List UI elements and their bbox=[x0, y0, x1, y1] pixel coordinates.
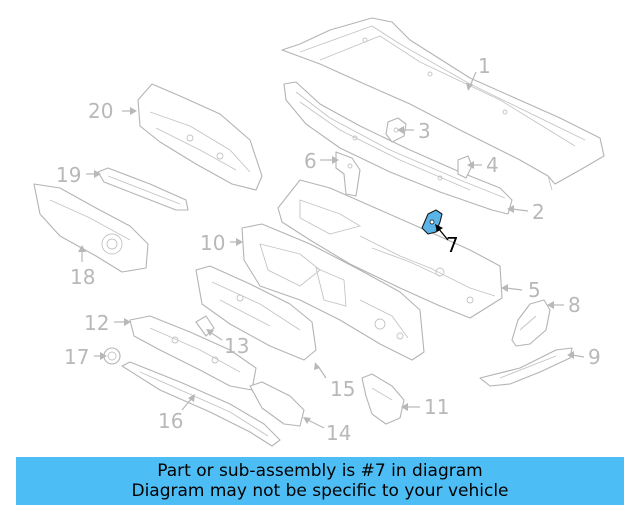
part-2-cowl-lower-panel bbox=[283, 81, 513, 215]
callout-20: 20 bbox=[88, 99, 113, 123]
part-5-dash-upper bbox=[277, 179, 503, 319]
callout-19: 19 bbox=[56, 163, 81, 187]
part-11-small-panel bbox=[361, 373, 405, 425]
part-15-panel bbox=[195, 265, 317, 361]
callout-17: 17 bbox=[64, 345, 89, 369]
callout-10: 10 bbox=[200, 231, 225, 255]
callout-9: 9 bbox=[588, 345, 601, 369]
part-6-bracket bbox=[335, 151, 361, 197]
part-8-side-bracket bbox=[511, 299, 551, 347]
callout-18: 18 bbox=[70, 265, 95, 289]
part-3-bracket bbox=[385, 117, 407, 143]
part-9-lower-rail bbox=[479, 347, 573, 387]
callout-13: 13 bbox=[224, 334, 249, 358]
callout-12: 12 bbox=[84, 311, 109, 335]
callout-3: 3 bbox=[418, 119, 431, 143]
callout-8: 8 bbox=[568, 293, 581, 317]
callout-11: 11 bbox=[424, 395, 449, 419]
callout-4: 4 bbox=[486, 153, 499, 177]
callout-16: 16 bbox=[158, 409, 183, 433]
part-20-panel bbox=[137, 83, 263, 191]
banner-line-2: Diagram may not be specific to your vehi… bbox=[131, 481, 509, 501]
part-1-cowl-top-panel bbox=[281, 17, 605, 191]
part-4-bracket bbox=[457, 155, 473, 179]
part-18-side-panel bbox=[33, 183, 149, 273]
callout-2: 2 bbox=[532, 200, 545, 224]
callout-14: 14 bbox=[326, 421, 351, 445]
parts-diagram: 1 2 3 4 5 6 7 8 9 10 11 12 13 14 15 16 1… bbox=[33, 17, 605, 447]
part-16-long-rail bbox=[121, 361, 281, 447]
notice-banner: Part or sub-assembly is #7 in diagram Di… bbox=[16, 457, 624, 505]
callout-6: 6 bbox=[304, 149, 317, 173]
callout-7: 7 bbox=[446, 233, 459, 257]
part-10-dash-panel bbox=[241, 223, 425, 361]
part-19-strip bbox=[97, 167, 189, 211]
callout-1: 1 bbox=[478, 54, 491, 78]
banner-line-1: Part or sub-assembly is #7 in diagram bbox=[157, 461, 483, 481]
callout-labels: 1 2 3 4 5 6 7 8 9 10 11 12 13 14 15 16 1… bbox=[56, 54, 601, 445]
callout-5: 5 bbox=[528, 278, 541, 302]
part-14-lower-bracket bbox=[249, 381, 305, 427]
callout-7-leader bbox=[435, 224, 449, 241]
callout-leaders bbox=[78, 71, 585, 429]
callout-15: 15 bbox=[330, 377, 355, 401]
